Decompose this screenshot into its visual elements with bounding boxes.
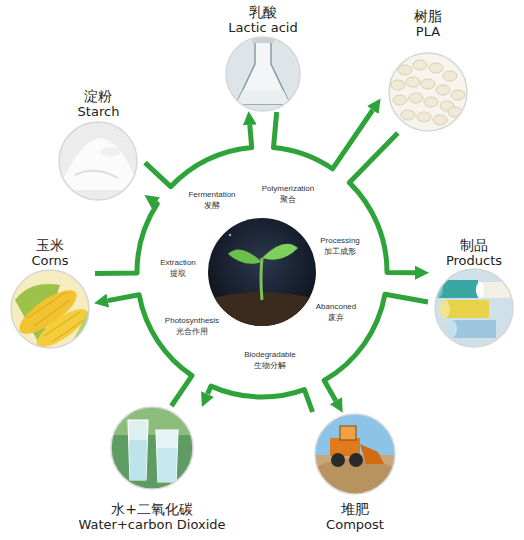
chinese-name: 水+二氧化碳 <box>78 501 225 517</box>
node-label: 堆肥Compost <box>326 499 384 534</box>
english-name: Products <box>446 253 502 268</box>
chinese-name: 淀粉 <box>78 88 120 104</box>
pellets-photo <box>385 50 475 140</box>
step-label: Photosynthesis 光合作用 <box>163 314 221 338</box>
english-name: Water+carbon Dioxide <box>78 517 225 532</box>
chinese-name: 制品 <box>446 237 502 253</box>
node-label: 乳酸Lactic acid <box>228 2 297 37</box>
photo-node: 淀粉Starch <box>52 86 145 202</box>
chinese-name: 树脂 <box>414 8 442 24</box>
flask-photo <box>220 30 310 120</box>
step-label: Processing 加工成形 <box>318 234 362 258</box>
compost-photo <box>310 410 402 500</box>
step-label: Fermentation 发酵 <box>186 188 237 212</box>
english-name: PLA <box>414 24 442 39</box>
cycle-arrow <box>208 386 313 412</box>
chinese-name: 堆肥 <box>326 501 384 517</box>
corn-photo <box>8 268 93 353</box>
chinese-name: 乳酸 <box>228 4 297 20</box>
english-name: Compost <box>326 517 384 532</box>
photo-node: 堆肥Compost <box>300 412 410 534</box>
node-label: 淀粉Starch <box>78 86 120 121</box>
english-name: Lactic acid <box>228 20 297 35</box>
node-label: 水+二氧化碳Water+carbon Dioxide <box>78 499 225 534</box>
starch-photo <box>56 120 141 205</box>
cycle-arrow <box>95 203 157 274</box>
cycle-arrow <box>274 110 373 169</box>
rolls-photo <box>430 265 520 355</box>
step-label: Abanconed 废弃 <box>314 300 358 324</box>
seedling-photo <box>205 215 320 330</box>
node-label: 树脂PLA <box>414 6 442 41</box>
english-name: Starch <box>78 104 120 119</box>
node-label: 玉米Corns <box>31 235 68 270</box>
cycle-arrow <box>145 125 252 187</box>
chinese-name: 玉米 <box>31 237 68 253</box>
photo-node: 乳酸Lactic acid <box>215 2 311 112</box>
photo-node: 水+二氧化碳Water+carbon Dioxide <box>68 406 236 534</box>
photo-node: 玉米Corns <box>5 235 95 350</box>
photo-node: 树脂PLA <box>380 6 476 133</box>
photo-node: 制品Products <box>428 235 520 348</box>
water-photo <box>108 405 198 495</box>
english-name: Corns <box>31 253 68 268</box>
step-label: Biodegradable 生物分解 <box>242 348 298 372</box>
step-label: Polymerization 聚合 <box>260 182 316 206</box>
node-label: 制品Products <box>446 235 502 270</box>
cycle-arrow <box>108 295 192 406</box>
step-label: Extraction 提取 <box>158 256 198 280</box>
